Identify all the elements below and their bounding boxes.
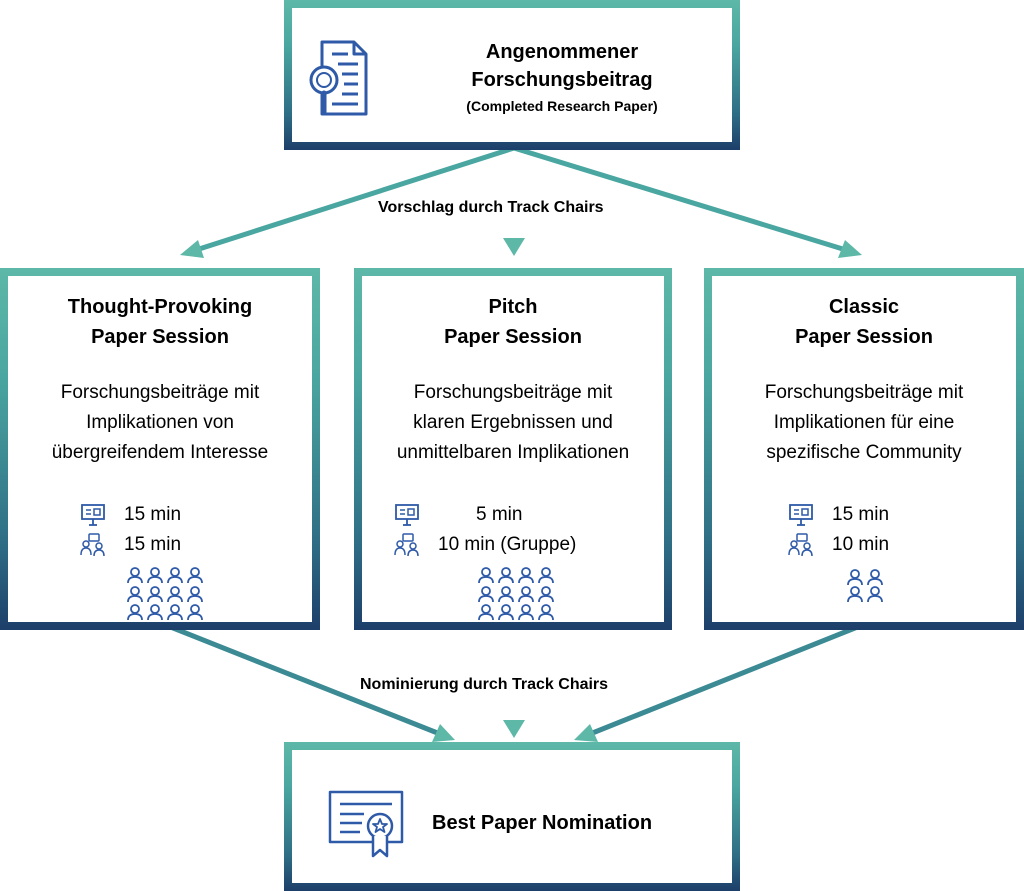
session-title-line2: Paper Session — [91, 326, 229, 348]
session-desc-line3: unmittelbaren Implikationen — [396, 442, 630, 463]
presentation-time: 15 min — [124, 504, 182, 525]
session-desc-line3: übergreifendem Interesse — [51, 442, 269, 463]
presentation-icon — [789, 504, 813, 526]
session-description: Forschungsbeiträge mit Implikationen für… — [712, 378, 1016, 468]
arrow-from-classic — [574, 623, 861, 742]
accepted-paper-title: Angenommener Forschungsbeitrag (Complete… — [392, 38, 732, 116]
presentation-time-row: 5 min — [394, 502, 522, 528]
session-description: Forschungsbeiträge mit klaren Ergebnisse… — [362, 378, 664, 468]
accepted-paper-title-line1: Angenommener — [485, 41, 639, 63]
audience-row-1 — [127, 567, 203, 584]
proposal-label: Vorschlag durch Track Chairs — [374, 198, 608, 218]
pitch-session-box: Pitch Paper Session Forschungsbeiträge m… — [354, 268, 672, 630]
arrow-to-thought-provoking — [180, 145, 515, 258]
accepted-paper-subtitle: (Completed Research Paper) — [466, 98, 658, 114]
arrow-from-pitch — [503, 626, 525, 738]
certificate-icon — [328, 790, 404, 858]
arrow-to-classic — [513, 145, 862, 258]
session-desc-line1: Forschungsbeiträge mit — [764, 382, 964, 403]
session-title-line2: Paper Session — [795, 326, 933, 348]
session-title-line1: Classic — [828, 296, 900, 318]
accepted-paper-title-line2: Forschungsbeitrag — [471, 69, 653, 91]
session-desc-line2: Implikationen für eine — [773, 412, 955, 433]
discussion-time-row: 15 min — [80, 532, 181, 558]
session-desc-line1: Forschungsbeiträge mit — [413, 382, 613, 403]
best-paper-box: Best Paper Nomination — [284, 742, 740, 891]
discussion-icon — [394, 533, 419, 557]
large-audience-icon — [127, 567, 203, 621]
session-title-line1: Thought-Provoking — [67, 296, 253, 318]
presentation-icon — [395, 504, 419, 526]
presentation-icon — [81, 504, 105, 526]
arrow-to-pitch — [503, 148, 525, 256]
accepted-paper-box: Angenommener Forschungsbeitrag (Complete… — [284, 0, 740, 150]
arrow-from-thought-provoking — [167, 623, 455, 742]
session-desc-line2: klaren Ergebnissen und — [413, 412, 613, 433]
discussion-time: 10 min (Gruppe) — [438, 534, 577, 555]
session-title: Thought-Provoking Paper Session — [8, 292, 312, 352]
discussion-icon — [80, 533, 105, 557]
best-paper-title: Best Paper Nomination — [432, 812, 653, 834]
nomination-label: Nominierung durch Track Chairs — [356, 675, 613, 695]
discussion-time-row: 10 min — [788, 532, 889, 558]
small-audience-icon — [847, 569, 883, 603]
document-search-icon — [309, 40, 368, 116]
discussion-time: 15 min — [124, 534, 182, 555]
classic-session-box: Classic Paper Session Forschungsbeiträge… — [704, 268, 1024, 630]
session-title: Classic Paper Session — [712, 292, 1016, 352]
presentation-time: 15 min — [832, 504, 890, 525]
session-description: Forschungsbeiträge mit Implikationen von… — [8, 378, 312, 468]
presentation-time-row: 15 min — [788, 502, 889, 528]
discussion-time: 10 min — [832, 534, 890, 555]
session-desc-line3: spezifische Community — [766, 442, 962, 463]
session-title-line2: Paper Session — [444, 326, 582, 348]
discussion-icon — [788, 533, 813, 557]
session-desc-line2: Implikationen von — [86, 412, 234, 433]
discussion-time-row: 10 min (Gruppe) — [394, 532, 576, 558]
presentation-time: 5 min — [476, 504, 523, 525]
large-audience-icon — [478, 567, 554, 621]
session-desc-line1: Forschungsbeiträge mit — [60, 382, 260, 403]
session-title-line1: Pitch — [488, 296, 538, 318]
thought-provoking-session-box: Thought-Provoking Paper Session Forschun… — [0, 268, 320, 630]
presentation-time-row: 15 min — [80, 502, 181, 528]
session-title: Pitch Paper Session — [362, 292, 664, 352]
